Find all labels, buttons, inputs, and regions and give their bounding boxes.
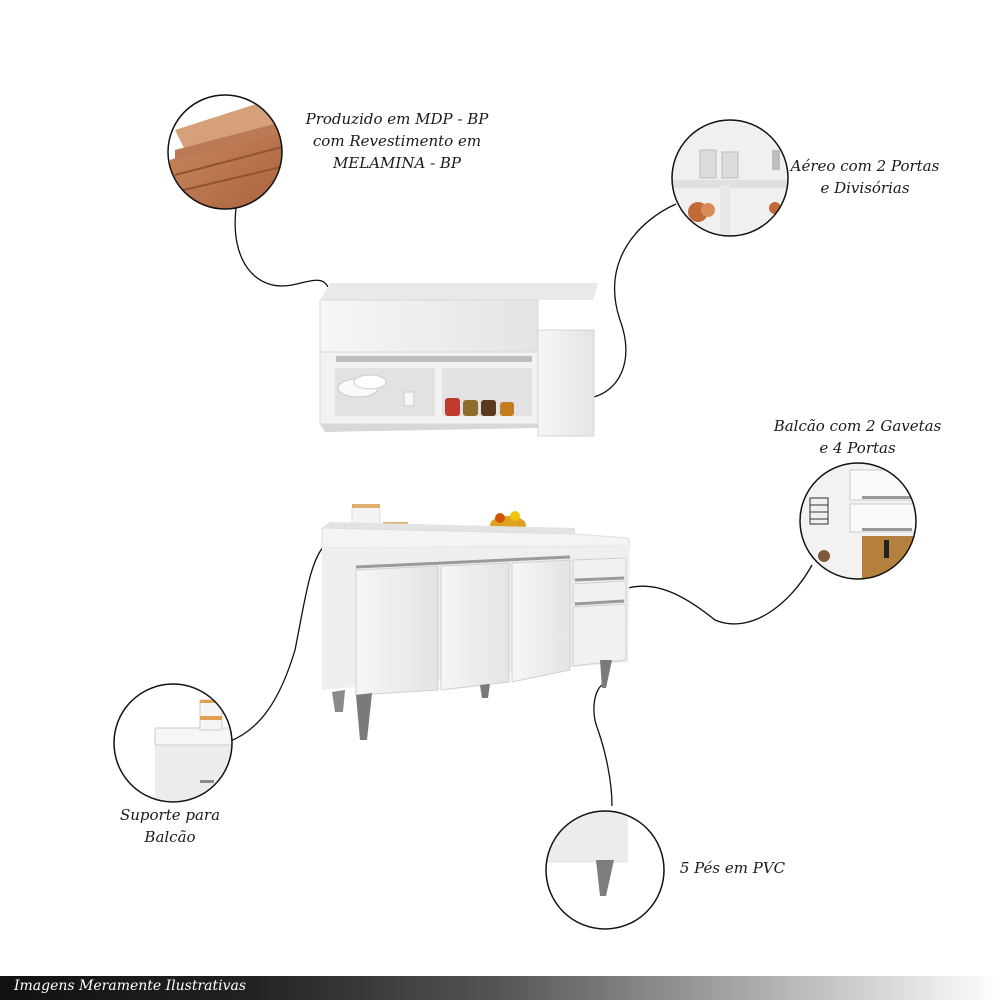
suporte-label: Suporte para Balcão xyxy=(119,806,221,846)
balcao-detail-image xyxy=(799,462,917,580)
suporte-detail-image xyxy=(113,683,233,803)
connector-lines xyxy=(227,203,813,807)
aereo-detail-image xyxy=(671,119,789,237)
aereo-label: Aéreo com 2 Portas e Divisórias xyxy=(790,157,940,197)
pes-label: 5 Pés em PVC xyxy=(679,859,786,877)
mdp-label: Produzido em MDP - BP com Revestimento e… xyxy=(305,110,489,172)
pes-detail-image xyxy=(545,810,665,930)
mdp-detail-image xyxy=(167,94,283,210)
footer-text: Imagens Meramente Ilustrativas xyxy=(14,978,247,994)
wall-cabinet xyxy=(319,283,598,437)
base-cabinet xyxy=(321,504,631,740)
balcao-label: Balcão com 2 Gavetas e 4 Portas xyxy=(773,417,942,457)
footer-bar: Imagens Meramente Ilustrativas xyxy=(0,976,1000,1000)
